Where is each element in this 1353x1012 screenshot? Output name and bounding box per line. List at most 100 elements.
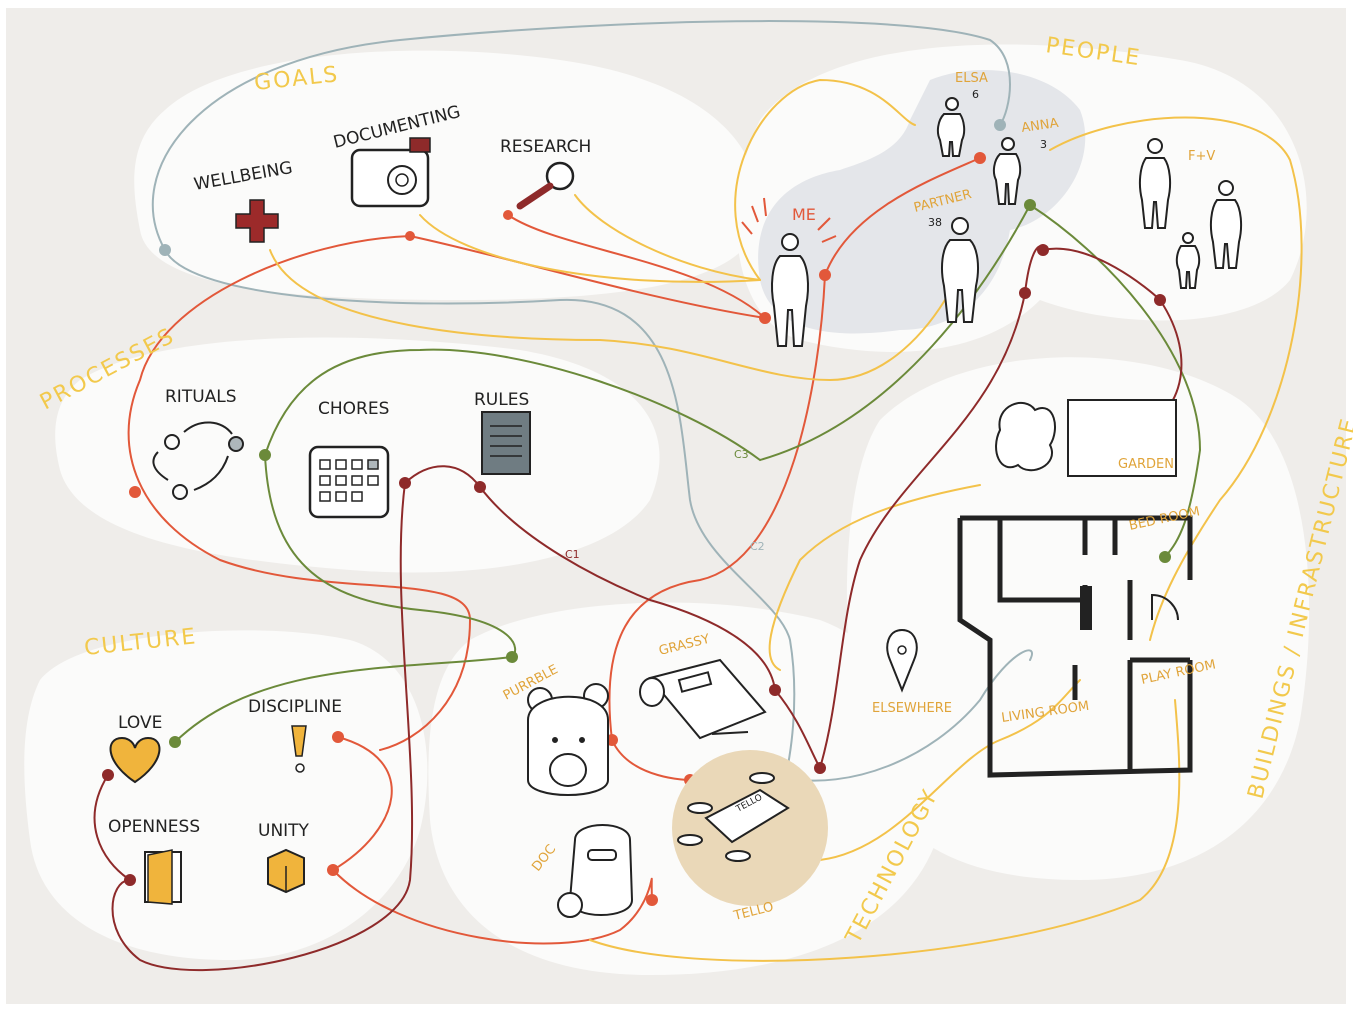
- endpoint-dot: [405, 231, 415, 241]
- person-figure-icon: [941, 217, 979, 323]
- endpoint-dot: [769, 684, 781, 696]
- rituals-label: RITUALS: [165, 387, 237, 407]
- medical-cross-icon: [235, 199, 279, 243]
- goals-bubble: [134, 50, 761, 301]
- culture-unity: UNITY: [258, 821, 310, 894]
- person-fv: F+V: [1138, 138, 1243, 289]
- endpoint-dot: [646, 894, 658, 906]
- link-yellow-2: [419, 214, 761, 283]
- person-elsa: ELSA 6: [936, 71, 988, 157]
- openness-label: OPENNESS: [108, 817, 200, 837]
- endpoint-dot: [124, 874, 136, 886]
- anna-label: ANNA: [1020, 116, 1059, 136]
- discipline-label: DISCIPLINE: [248, 697, 342, 717]
- culture-bubble: [24, 630, 428, 960]
- elsewhere-label: ELSEWHERE: [872, 701, 952, 716]
- link-orange-5: [608, 274, 826, 781]
- link-yellow-4: [734, 78, 916, 281]
- link-green-1: [264, 204, 1031, 462]
- link-yellow-8: [589, 699, 1181, 962]
- rules-label: RULES: [474, 390, 529, 410]
- endpoint-dot: [102, 769, 114, 781]
- place-garden: GARDEN: [995, 399, 1177, 477]
- me-label: ME: [792, 205, 816, 224]
- culture-discipline: DISCIPLINE: [248, 697, 342, 773]
- endpoint-dot: [1019, 287, 1031, 299]
- endpoint-dot: [169, 736, 181, 748]
- cycle-arrows-icon: [152, 421, 244, 500]
- garden-plot-icon: [1067, 399, 1177, 477]
- excitement-marks-icon: [741, 197, 837, 243]
- drone-icon: TELLO: [677, 772, 790, 862]
- link-grey-2: [164, 249, 796, 779]
- link-labels: C1 C2 C3: [565, 448, 765, 561]
- endpoint-dot: [1037, 244, 1049, 256]
- link-yellow-3: [574, 194, 761, 281]
- link-orange-2: [507, 214, 766, 319]
- link-label-c1: C1: [565, 548, 580, 561]
- endpoint-dot: [259, 449, 271, 461]
- camera-icon: [350, 137, 431, 208]
- goal-research: RESEARCH: [500, 137, 591, 210]
- endpoint-dot: [819, 269, 831, 281]
- place-elsewhere: ELSEWHERE: [872, 628, 952, 716]
- link-yellow-5: [1049, 116, 1303, 641]
- link-label-c3: C3: [734, 448, 749, 461]
- person-me: ME: [741, 197, 837, 347]
- document-list-icon: [481, 411, 531, 475]
- endpoint-dot: [399, 477, 411, 489]
- plush-toy-icon: [527, 683, 609, 796]
- link-darkred-2: [111, 482, 414, 972]
- elsa-label: ELSA: [955, 71, 988, 86]
- endpoint-dot: [994, 119, 1006, 131]
- calendar-icon: [308, 445, 390, 519]
- link-orange-4: [331, 736, 653, 945]
- endpoint-dot: [159, 244, 171, 256]
- floor-plan-furniture: [1080, 586, 1092, 630]
- chores-label: CHORES: [318, 399, 389, 419]
- endpoint-dot: [974, 152, 986, 164]
- person-figure-icon: [1138, 138, 1243, 289]
- endpoint-dot: [1159, 551, 1171, 563]
- endpoint-dot: [506, 651, 518, 663]
- robot-mower-icon: [639, 658, 767, 740]
- person-anna: ANNA 3: [992, 116, 1060, 205]
- endpoint-dot: [332, 731, 344, 743]
- endpoint-dot: [474, 481, 486, 493]
- elsa-age: 6: [972, 88, 979, 101]
- garden-label: GARDEN: [1118, 457, 1174, 472]
- door-swing-icon: [1151, 593, 1179, 621]
- floor-plan-outer-wall: [957, 515, 1193, 778]
- link-darkred-5: [93, 774, 131, 881]
- process-rituals: RITUALS: [152, 387, 244, 500]
- process-chores: CHORES: [308, 399, 390, 519]
- endpoint-dot: [1024, 199, 1036, 211]
- endpoint-dot: [1154, 294, 1166, 306]
- link-yellow-1: [269, 249, 946, 382]
- link-grey-1: [151, 20, 1011, 251]
- exclamation-icon: [291, 725, 307, 773]
- fv-label: F+V: [1188, 149, 1215, 164]
- culture-openness: OPENNESS: [108, 817, 200, 905]
- person-figure-icon: [992, 137, 1022, 205]
- process-rules: RULES: [474, 390, 531, 475]
- research-label: RESEARCH: [500, 137, 591, 157]
- endpoint-dot: [129, 486, 141, 498]
- link-label-c2: C2: [750, 540, 765, 553]
- endpoint-dot: [327, 864, 339, 876]
- people-core-shade: [758, 70, 1086, 334]
- partner-age: 38: [928, 216, 942, 229]
- endpoint-dot: [759, 312, 771, 324]
- link-grey-3: [784, 649, 1033, 782]
- robot-icon: [557, 824, 634, 918]
- location-pin-icon: [886, 628, 918, 693]
- culture-love: LOVE: [109, 713, 162, 784]
- link-yellow-6: [768, 484, 981, 671]
- link-darkred-3: [819, 245, 1044, 769]
- person-figure-icon: [771, 233, 809, 347]
- cube-icon: [267, 848, 305, 894]
- link-green-3: [1029, 204, 1202, 558]
- bush-icon: [995, 401, 1056, 472]
